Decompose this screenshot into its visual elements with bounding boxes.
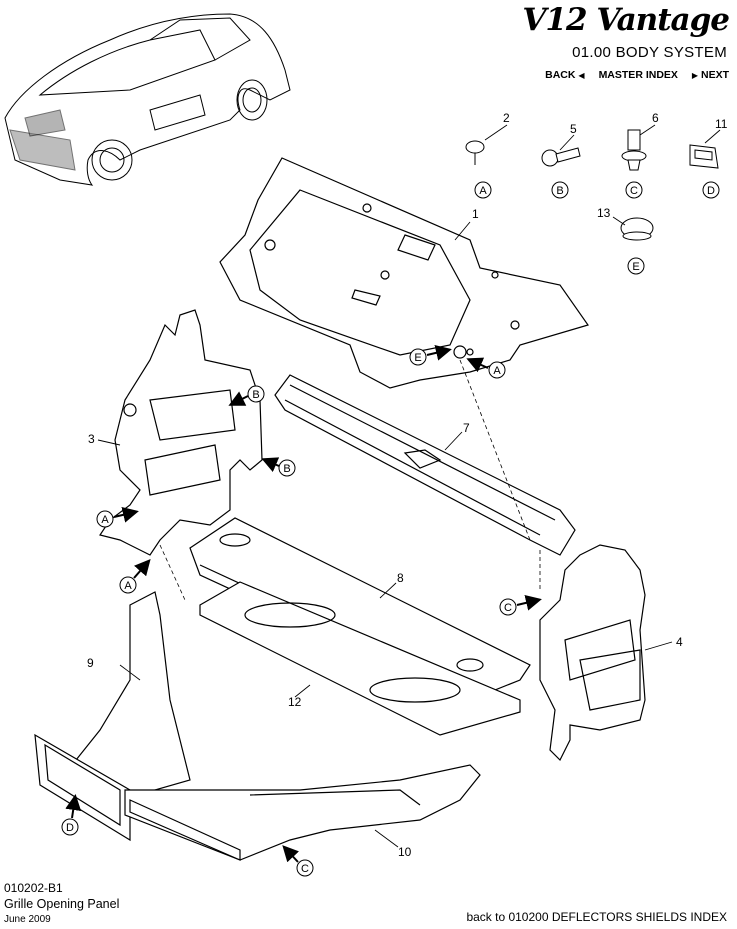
nav-bar: BACK ◀ MASTER INDEX ▶ NEXT (545, 69, 729, 81)
next-button[interactable]: ▶ NEXT (692, 69, 729, 81)
key-c-right-shield: C (499, 594, 542, 616)
callout-1: 1 (472, 207, 479, 221)
svg-text:D: D (66, 822, 74, 834)
alignment-lines (159, 359, 541, 601)
key-b-shield-lower: B (261, 457, 296, 477)
svg-text:A: A (101, 514, 109, 526)
callout-4: 4 (676, 635, 683, 649)
key-e-undertray: E (409, 344, 452, 366)
callout-2: 2 (503, 111, 510, 125)
callout-numbers: 1 2 5 6 11 13 3 4 7 8 9 10 12 (87, 111, 728, 859)
fastener-callouts: E A B B A A C D C (61, 344, 542, 877)
callout-9: 9 (87, 656, 94, 670)
master-index-link[interactable]: MASTER INDEX (598, 69, 678, 81)
back-button[interactable]: BACK ◀ (545, 69, 584, 81)
svg-text:D: D (707, 185, 715, 197)
back-arrow-icon: ◀ (578, 71, 585, 80)
part-10-duct (124, 764, 481, 861)
leader-lines (97, 124, 721, 848)
key-a-top: A (474, 181, 492, 199)
key-a-undertray: A (466, 357, 506, 379)
fastener-2-icon (465, 140, 485, 165)
part-9-duct (34, 591, 191, 842)
fastener-13-icon (620, 217, 654, 241)
fastener-6-icon (621, 129, 647, 171)
svg-text:C: C (504, 602, 512, 614)
callout-7: 7 (463, 421, 470, 435)
fastener-11-icon (689, 144, 719, 169)
car-thumbnail (4, 13, 291, 186)
diagram-code: 010202-B1 (4, 881, 63, 895)
svg-text:A: A (124, 580, 132, 592)
callout-12: 12 (288, 695, 302, 709)
back-to-index-link[interactable]: back to 010200 DEFLECTORS SHIELDS INDEX (466, 910, 727, 924)
svg-text:C: C (630, 185, 638, 197)
callout-8: 8 (397, 571, 404, 585)
callout-6: 6 (652, 111, 659, 125)
key-d-duct: D (61, 794, 82, 836)
next-label: NEXT (700, 69, 729, 81)
fastener-5-icon (541, 147, 581, 167)
fastener-key-circles: A B C D E (474, 181, 720, 275)
section-title: 01.00 BODY SYSTEM (572, 44, 727, 61)
svg-text:E: E (414, 352, 421, 364)
callout-10: 10 (398, 845, 412, 859)
key-d-top: D (702, 181, 720, 199)
key-a-shield-mid: A (96, 506, 139, 528)
part-3-left-shield (99, 309, 263, 556)
svg-text:A: A (493, 365, 501, 377)
svg-text:A: A (479, 185, 487, 197)
callout-11: 11 (715, 117, 728, 131)
svg-text:C: C (301, 863, 309, 875)
part-12-panel (199, 581, 521, 736)
next-arrow-icon: ▶ (691, 71, 699, 80)
back-label: BACK (545, 69, 576, 81)
callout-13: 13 (597, 206, 611, 220)
callout-3: 3 (88, 432, 95, 446)
key-c-duct: C (282, 845, 314, 877)
key-b-top: B (551, 181, 569, 199)
svg-text:E: E (632, 261, 639, 273)
key-a-shield-bottom: A (119, 558, 151, 594)
diagram-date: June 2009 (4, 914, 51, 925)
svg-text:B: B (556, 185, 563, 197)
key-b-shield-upper: B (228, 385, 265, 406)
diagram-title: Grille Opening Panel (4, 897, 120, 911)
part-7-cross-member (274, 374, 576, 556)
callout-5: 5 (570, 122, 577, 136)
brand-logo: V12 Vantage (522, 2, 730, 38)
svg-text:B: B (252, 389, 259, 401)
key-c-top: C (625, 181, 643, 199)
svg-text:B: B (283, 463, 290, 475)
part-4-right-shield (539, 544, 646, 762)
key-e-top: E (627, 257, 645, 275)
part-1-undertray (219, 157, 589, 389)
